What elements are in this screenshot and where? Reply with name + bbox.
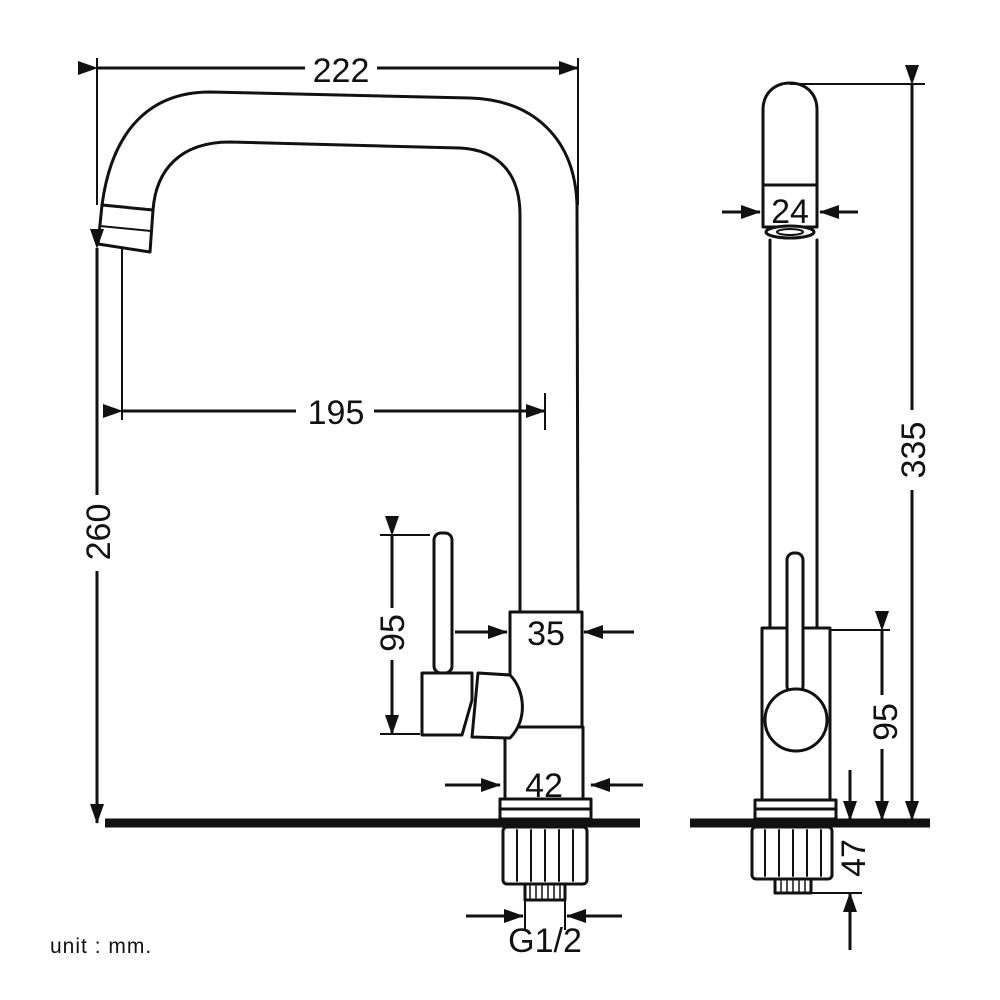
label-handle-height-front: 95 [374, 614, 412, 652]
label-handle-height-side: 95 [867, 703, 905, 741]
label-total-height: 335 [895, 422, 933, 479]
front-thread-lines [529, 885, 561, 899]
side-handle-knob [763, 687, 829, 753]
side-aerator [764, 224, 816, 240]
label-outlet-diameter: 24 [771, 193, 809, 231]
unit-note: unit : mm. [50, 935, 153, 958]
front-view [96, 90, 640, 902]
label-spout-height: 260 [80, 504, 118, 561]
label-lower-body-width: 42 [525, 767, 563, 805]
front-base-plate [498, 807, 593, 821]
side-view [690, 81, 930, 895]
side-outlet-ring [761, 183, 819, 229]
front-handle-hub [470, 671, 524, 740]
front-handle-lever [432, 531, 454, 675]
front-threaded-pipe [523, 882, 567, 902]
side-base-plate [753, 807, 838, 821]
front-spout-inner [151, 140, 522, 614]
label-spout-reach: 195 [308, 394, 365, 432]
front-handle-block [420, 671, 474, 737]
dimension-labels: 222 195 260 95 35 42 G1/2 24 335 95 47 [80, 52, 933, 960]
front-lower-body [503, 725, 585, 801]
side-handle-lever [785, 551, 805, 695]
front-upper-body [508, 610, 584, 729]
front-nozzle-ring [99, 225, 152, 232]
front-spout-outer [100, 90, 580, 614]
side-nut-ribs [764, 829, 822, 877]
label-thread-size: G1/2 [508, 922, 582, 960]
side-spout-top [761, 81, 819, 187]
label-upper-body-width: 35 [527, 615, 565, 653]
label-shank-length: 47 [835, 839, 873, 877]
label-overall-width: 222 [313, 52, 370, 90]
front-nut-ribs [516, 829, 574, 882]
